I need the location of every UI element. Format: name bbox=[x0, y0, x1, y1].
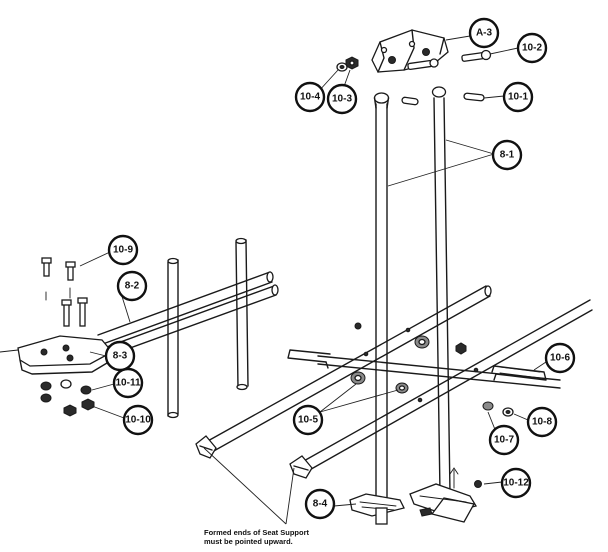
callout-8-2: 8-2 bbox=[116, 270, 148, 302]
svg-text:8-4: 8-4 bbox=[313, 499, 328, 510]
callout-8-1: 8-1 bbox=[491, 139, 523, 171]
svg-text:10-5: 10-5 bbox=[298, 415, 318, 426]
nuts-10-11 bbox=[40, 379, 92, 403]
callout-10-12: 10-12 bbox=[500, 467, 532, 499]
foot-8-4-right bbox=[409, 483, 478, 523]
svg-text:10-2: 10-2 bbox=[522, 43, 542, 54]
nut-10-8 bbox=[502, 407, 514, 417]
leg-8-1-left bbox=[373, 92, 390, 511]
seat-support-upper bbox=[195, 285, 492, 459]
seat-support-lower bbox=[289, 299, 593, 479]
callout-10-5: 10-5 bbox=[292, 404, 324, 436]
svg-text:10-11: 10-11 bbox=[115, 378, 140, 389]
svg-text:10-4: 10-4 bbox=[300, 92, 320, 103]
callout-10-6: 10-6 bbox=[544, 342, 576, 374]
bolt-10-12 bbox=[449, 467, 482, 489]
bolt-10-2 bbox=[461, 49, 492, 62]
callout-10-7: 10-7 bbox=[488, 424, 520, 456]
fittings-10-5 bbox=[350, 322, 467, 394]
assembly-note-line1: Formed ends of Seat Support bbox=[204, 528, 310, 537]
washer-10-4 bbox=[336, 62, 348, 72]
assembly-note-line2: must be pointed upward. bbox=[204, 537, 293, 546]
callout-8-4: 8-4 bbox=[304, 488, 336, 520]
svg-text:8-2: 8-2 bbox=[125, 281, 140, 292]
washers-10-10 bbox=[63, 398, 95, 417]
svg-text:10-6: 10-6 bbox=[550, 353, 570, 364]
callout-a3: A-3 bbox=[468, 17, 500, 49]
foot-plate-8-3 bbox=[0, 335, 114, 375]
fitting-10-7 bbox=[482, 401, 494, 411]
callout-10-9: 10-9 bbox=[107, 234, 139, 266]
callout-10-1: 10-1 bbox=[502, 81, 534, 113]
cross-brace bbox=[317, 355, 561, 389]
callout-10-8: 10-8 bbox=[526, 406, 558, 438]
svg-text:10-9: 10-9 bbox=[113, 245, 133, 256]
bracket-bolt bbox=[407, 58, 439, 71]
frame-8-2 bbox=[97, 237, 279, 419]
callout-10-2: 10-2 bbox=[516, 32, 548, 64]
svg-text:A-3: A-3 bbox=[476, 28, 493, 39]
svg-text:10-12: 10-12 bbox=[503, 478, 529, 489]
pin-10-1a bbox=[401, 96, 419, 106]
callout-10-11: 10-11 bbox=[112, 367, 144, 399]
nut-10-3 bbox=[345, 56, 359, 70]
callout-10-4: 10-4 bbox=[294, 81, 326, 113]
svg-text:10-1: 10-1 bbox=[508, 92, 528, 103]
foot-8-4-left bbox=[349, 493, 405, 525]
callout-10-3: 10-3 bbox=[326, 83, 358, 115]
leader-lines bbox=[79, 35, 547, 525]
assembly-note: Formed ends of Seat Support must be poin… bbox=[204, 528, 364, 546]
svg-text:10-7: 10-7 bbox=[494, 435, 514, 446]
callout-8-3: 8-3 bbox=[104, 340, 136, 372]
svg-text:8-1: 8-1 bbox=[500, 150, 515, 161]
svg-text:10-10: 10-10 bbox=[125, 415, 151, 426]
svg-text:10-8: 10-8 bbox=[532, 417, 552, 428]
svg-text:8-3: 8-3 bbox=[113, 351, 128, 362]
leg-8-1-right bbox=[431, 86, 451, 495]
svg-text:10-3: 10-3 bbox=[332, 94, 352, 105]
pin-10-1b bbox=[463, 92, 485, 102]
callout-10-10: 10-10 bbox=[122, 404, 154, 436]
u-bolt-10-6 bbox=[491, 365, 547, 381]
u-bolt-left bbox=[287, 349, 331, 369]
bolts-10-9 bbox=[41, 257, 88, 327]
